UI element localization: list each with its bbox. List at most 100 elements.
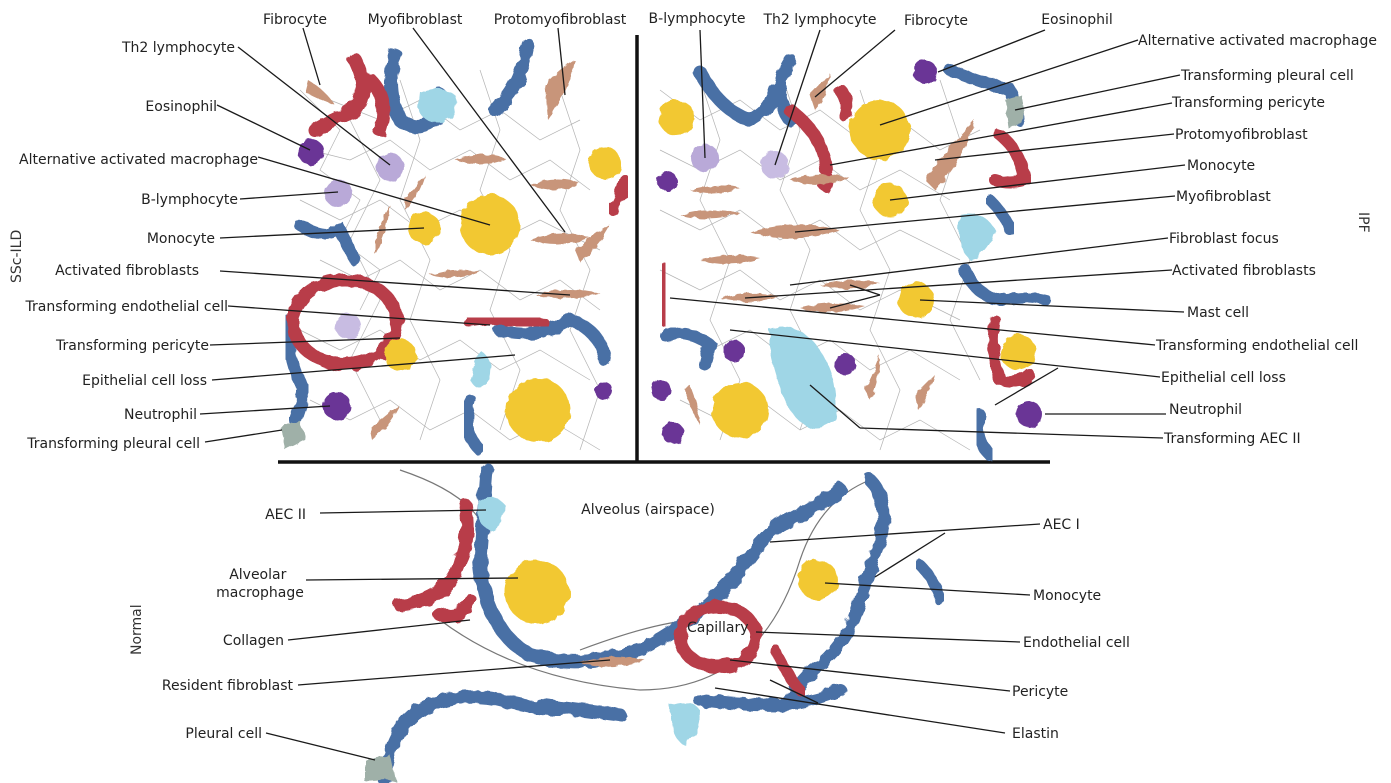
- alveolar-endothelium: [400, 505, 470, 616]
- label-ssc-activated-fibroblasts: Activated fibroblasts: [55, 263, 199, 279]
- label-ipf-th2-lymphocyte: Th2 lymphocyte: [762, 12, 876, 28]
- fibroblast: [545, 60, 575, 120]
- label-normal-elastin: Elastin: [1012, 726, 1059, 742]
- epithelium-strand: [495, 45, 528, 110]
- neutrophil: [834, 353, 856, 375]
- label-normal-pleural-cell: Pleural cell: [185, 726, 262, 742]
- label-ssc-epithelial-loss: Epithelial cell loss: [82, 373, 207, 389]
- label-normal-aec-ii: AEC II: [265, 507, 306, 523]
- endothelium-strand: [995, 135, 1025, 183]
- fibroblast: [925, 120, 975, 190]
- aec-ii-cell: [470, 350, 491, 388]
- label-ipf-b-lymphocyte: B-lymphocyte: [649, 11, 746, 27]
- neutrophil: [723, 340, 745, 362]
- label-normal-endothelial: Endothelial cell: [1023, 635, 1130, 651]
- macrophage: [850, 100, 910, 160]
- epithelium-strand: [979, 415, 990, 455]
- label-ssc-transforming-endothelial: Transforming endothelial cell: [25, 299, 228, 315]
- label-ssc-alt-macrophage: Alternative activated macrophage: [19, 152, 258, 168]
- eosinophil: [913, 60, 937, 84]
- fibroblast: [455, 154, 505, 163]
- label-ssc-fibrocyte: Fibrocyte: [263, 12, 327, 28]
- panel-label-ssc-ild: SSc-ILD: [9, 230, 25, 283]
- label-ssc-myofibroblast: Myofibroblast: [368, 12, 463, 28]
- label-normal-resident-fibroblast: Resident fibroblast: [162, 678, 294, 694]
- aec-ii-cell: [770, 328, 836, 429]
- label-ipf-protomyofibroblast: Protomyofibroblast: [1175, 127, 1308, 143]
- lymphocyte: [335, 313, 361, 339]
- fibroblast: [370, 405, 400, 440]
- label-ssc-monocyte: Monocyte: [147, 231, 215, 247]
- macrophage: [659, 100, 695, 136]
- label-normal-alveolar-macrophage: Alveolar macrophage: [216, 567, 304, 601]
- neutrophil: [651, 380, 671, 400]
- fibroblast: [680, 210, 740, 219]
- label-ssc-neutrophil: Neutrophil: [124, 407, 197, 423]
- label-ipf-mast-cell: Mast cell: [1187, 305, 1249, 321]
- label-ssc-protomyofibroblast: Protomyofibroblast: [494, 12, 627, 28]
- fibroblast: [430, 270, 480, 278]
- label-ipf-monocyte: Monocyte: [1187, 158, 1255, 174]
- epithelium-strand: [990, 200, 1010, 230]
- eosinophil: [657, 171, 677, 191]
- epithelium-strand: [467, 400, 480, 450]
- label-ipf-activated-fibroblasts: Activated fibroblasts: [1172, 263, 1316, 279]
- label-ipf-transforming-aec-ii: Transforming AEC II: [1163, 431, 1301, 447]
- fibroblast: [685, 385, 700, 425]
- label-normal-alveolar-macrophage-text: Alveolar: [229, 567, 286, 583]
- aec-ii-cell: [959, 214, 995, 260]
- label-ssc-transforming-pleural: Transforming pleural cell: [26, 436, 200, 452]
- aec-ii-cell: [670, 702, 700, 745]
- normal-capillary: [680, 607, 756, 667]
- label-ssc-transforming-pericyte: Transforming pericyte: [55, 338, 209, 354]
- label-normal-alveolar-macrophage-line2: macrophage: [216, 585, 304, 601]
- macrophage: [506, 378, 570, 442]
- epithelium-strand: [700, 60, 790, 120]
- ssc-cells: [280, 45, 625, 450]
- alveolar-macrophage: [505, 560, 569, 624]
- neutrophil: [662, 422, 684, 444]
- label-normal-monocyte: Monocyte: [1033, 588, 1101, 604]
- fibroblast: [690, 185, 740, 193]
- fibroblast: [535, 289, 600, 298]
- ipf-cells: [651, 60, 1045, 455]
- label-ssc-th2-lymphocyte: Th2 lymphocyte: [121, 40, 235, 56]
- epithelium-strand: [965, 270, 1045, 300]
- pleural-cell: [280, 420, 305, 450]
- pleural-epithelium: [385, 690, 840, 780]
- label-ipf-alt-macrophage: Alternative activated macrophage: [1138, 33, 1377, 49]
- label-ipf-epithelial-loss: Epithelial cell loss: [1161, 370, 1286, 386]
- fibroblast: [530, 233, 590, 244]
- label-ipf-fibroblast-focus: Fibroblast focus: [1169, 231, 1279, 247]
- neutrophil: [595, 382, 613, 400]
- label-ipf-fibrocyte: Fibrocyte: [904, 13, 968, 29]
- label-ipf-transforming-pericyte: Transforming pericyte: [1171, 95, 1325, 111]
- fibroblast: [865, 355, 880, 400]
- fibroblast: [530, 179, 580, 189]
- label-normal-pericyte: Pericyte: [1012, 684, 1068, 700]
- alveolar-epithelium: [920, 565, 940, 600]
- fibroblast: [820, 280, 880, 288]
- label-ipf-transforming-endothelial: Transforming endothelial cell: [1155, 338, 1358, 354]
- endothelium-strand: [612, 180, 625, 210]
- label-ipf-transforming-pleural: Transforming pleural cell: [1180, 68, 1354, 84]
- label-ssc-eosinophil: Eosinophil: [145, 99, 217, 115]
- fibroblast: [700, 255, 760, 263]
- monocyte: [589, 147, 621, 179]
- fibroblast: [810, 72, 830, 110]
- label-ssc-b-lymphocyte: B-lymphocyte: [141, 192, 238, 208]
- fibroblast: [915, 375, 935, 410]
- label-normal-aec-i: AEC I: [1043, 517, 1080, 533]
- endothelium-strand: [663, 270, 666, 320]
- label-ipf-myofibroblast: Myofibroblast: [1176, 189, 1271, 205]
- label-normal-collagen: Collagen: [223, 633, 284, 649]
- label-normal-airspace: Alveolus (airspace): [581, 502, 715, 518]
- epithelium-strand: [300, 225, 355, 260]
- epithelium-strand: [500, 320, 605, 360]
- monocyte: [384, 339, 416, 371]
- label-ipf-eosinophil: Eosinophil: [1041, 12, 1113, 28]
- monocyte: [1000, 334, 1036, 370]
- epithelium-strand: [665, 334, 710, 365]
- label-ipf-neutrophil: Neutrophil: [1169, 402, 1242, 418]
